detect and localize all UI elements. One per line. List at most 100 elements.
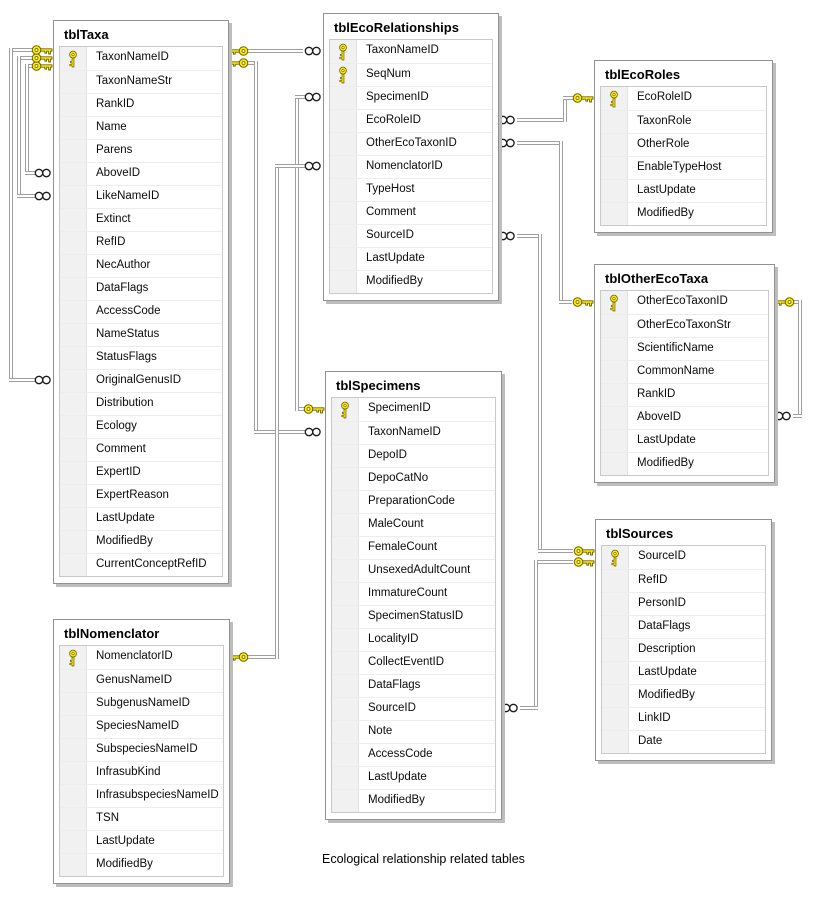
field-row-SeqNum[interactable]: SeqNum <box>330 63 492 86</box>
field-row-CommonName[interactable]: CommonName <box>601 360 768 383</box>
field-row-DataFlags[interactable]: DataFlags <box>60 277 222 300</box>
field-row-ModifiedBy[interactable]: ModifiedBy <box>330 270 492 293</box>
field-row-EcoRoleID[interactable]: EcoRoleID <box>601 87 766 110</box>
field-row-MaleCount[interactable]: MaleCount <box>332 513 495 536</box>
field-row-SpecimenID[interactable]: SpecimenID <box>330 86 492 109</box>
field-row-Comment[interactable]: Comment <box>60 438 222 461</box>
field-row-LocalityID[interactable]: LocalityID <box>332 628 495 651</box>
field-row-OtherEcoTaxonID[interactable]: OtherEcoTaxonID <box>601 291 768 314</box>
field-row-SourceID[interactable]: SourceID <box>332 697 495 720</box>
field-row-AccessCode[interactable]: AccessCode <box>332 743 495 766</box>
field-row-NecAuthor[interactable]: NecAuthor <box>60 254 222 277</box>
field-row-LastUpdate[interactable]: LastUpdate <box>332 766 495 789</box>
field-row-RankID[interactable]: RankID <box>60 93 222 116</box>
field-row-NomenclatorID[interactable]: NomenclatorID <box>60 646 223 669</box>
field-row-Description[interactable]: Description <box>602 638 765 661</box>
field-row-TaxonNameStr[interactable]: TaxonNameStr <box>60 70 222 93</box>
field-row-UnsexedAdultCount[interactable]: UnsexedAdultCount <box>332 559 495 582</box>
field-row-AboveID[interactable]: AboveID <box>601 406 768 429</box>
field-row-Note[interactable]: Note <box>332 720 495 743</box>
field-row-DataFlags[interactable]: DataFlags <box>332 674 495 697</box>
field-row-GenusNameID[interactable]: GenusNameID <box>60 669 223 692</box>
field-row-ModifiedBy[interactable]: ModifiedBy <box>332 789 495 812</box>
field-row-LinkID[interactable]: LinkID <box>602 707 765 730</box>
field-name: NomenclatorID <box>96 650 173 662</box>
field-row-Parens[interactable]: Parens <box>60 139 222 162</box>
field-row-LastUpdate[interactable]: LastUpdate <box>60 507 222 530</box>
field-row-RefID[interactable]: RefID <box>60 231 222 254</box>
field-row-ModifiedBy[interactable]: ModifiedBy <box>602 684 765 707</box>
field-row-TaxonRole[interactable]: TaxonRole <box>601 110 766 133</box>
field-row-EcoRoleID[interactable]: EcoRoleID <box>330 109 492 132</box>
field-row-ModifiedBy[interactable]: ModifiedBy <box>60 530 222 553</box>
field-row-ExpertID[interactable]: ExpertID <box>60 461 222 484</box>
field-row-EnableTypeHost[interactable]: EnableTypeHost <box>601 156 766 179</box>
field-row-SubspeciesNameID[interactable]: SubspeciesNameID <box>60 738 223 761</box>
field-row-Extinct[interactable]: Extinct <box>60 208 222 231</box>
field-row-RankID[interactable]: RankID <box>601 383 768 406</box>
field-row-StatusFlags[interactable]: StatusFlags <box>60 346 222 369</box>
field-row-SourceID[interactable]: SourceID <box>602 546 765 569</box>
field-row-TSN[interactable]: TSN <box>60 807 223 830</box>
field-row-InfrasubspeciesNameID[interactable]: InfrasubspeciesNameID <box>60 784 223 807</box>
field-row-LastUpdate[interactable]: LastUpdate <box>330 247 492 270</box>
field-row-RefID[interactable]: RefID <box>602 569 765 592</box>
field-row-SourceID[interactable]: SourceID <box>330 224 492 247</box>
field-row-PersonID[interactable]: PersonID <box>602 592 765 615</box>
field-row-Ecology[interactable]: Ecology <box>60 415 222 438</box>
relationship-line-segment <box>520 706 538 710</box>
field-row-ImmatureCount[interactable]: ImmatureCount <box>332 582 495 605</box>
field-row-Date[interactable]: Date <box>602 730 765 753</box>
field-row-ModifiedBy[interactable]: ModifiedBy <box>60 853 223 876</box>
field-row-OtherEcoTaxonStr[interactable]: OtherEcoTaxonStr <box>601 314 768 337</box>
field-row-LastUpdate[interactable]: LastUpdate <box>60 830 223 853</box>
field-row-DataFlags[interactable]: DataFlags <box>602 615 765 638</box>
field-row-SpecimenID[interactable]: SpecimenID <box>332 398 495 421</box>
row-icon-cell <box>602 593 629 615</box>
field-row-Comment[interactable]: Comment <box>330 201 492 224</box>
field-row-ScientificName[interactable]: ScientificName <box>601 337 768 360</box>
field-row-TaxonNameID[interactable]: TaxonNameID <box>332 421 495 444</box>
field-row-NameStatus[interactable]: NameStatus <box>60 323 222 346</box>
field-row-LastUpdate[interactable]: LastUpdate <box>601 429 768 452</box>
field-row-AccessCode[interactable]: AccessCode <box>60 300 222 323</box>
field-row-DepoCatNo[interactable]: DepoCatNo <box>332 467 495 490</box>
field-row-OriginalGenusID[interactable]: OriginalGenusID <box>60 369 222 392</box>
field-row-ExpertReason[interactable]: ExpertReason <box>60 484 222 507</box>
field-row-PreparationCode[interactable]: PreparationCode <box>332 490 495 513</box>
field-row-CurrentConceptRefID[interactable]: CurrentConceptRefID <box>60 553 222 576</box>
field-name: Ecology <box>96 420 137 432</box>
field-row-SpeciesNameID[interactable]: SpeciesNameID <box>60 715 223 738</box>
field-row-AboveID[interactable]: AboveID <box>60 162 222 185</box>
field-row-NomenclatorID[interactable]: NomenclatorID <box>330 155 492 178</box>
field-row-CollectEventID[interactable]: CollectEventID <box>332 651 495 674</box>
field-row-LikeNameID[interactable]: LikeNameID <box>60 185 222 208</box>
field-row-TaxonNameID[interactable]: TaxonNameID <box>330 40 492 63</box>
field-row-DepoID[interactable]: DepoID <box>332 444 495 467</box>
field-row-InfrasubKind[interactable]: InfrasubKind <box>60 761 223 784</box>
field-row-TypeHost[interactable]: TypeHost <box>330 178 492 201</box>
field-row-FemaleCount[interactable]: FemaleCount <box>332 536 495 559</box>
relationship-line-segment <box>247 49 303 53</box>
field-name: StatusFlags <box>96 351 157 363</box>
field-row-LastUpdate[interactable]: LastUpdate <box>601 179 766 202</box>
field-row-SpecimenStatusID[interactable]: SpecimenStatusID <box>332 605 495 628</box>
field-row-ModifiedBy[interactable]: ModifiedBy <box>601 452 768 475</box>
field-row-TaxonNameID[interactable]: TaxonNameID <box>60 47 222 70</box>
field-row-LastUpdate[interactable]: LastUpdate <box>602 661 765 684</box>
row-icon-cell <box>60 255 87 277</box>
table-title: tblSources <box>606 526 674 541</box>
field-row-OtherRole[interactable]: OtherRole <box>601 133 766 156</box>
field-row-OtherEcoTaxonID[interactable]: OtherEcoTaxonID <box>330 132 492 155</box>
field-row-Name[interactable]: Name <box>60 116 222 139</box>
field-row-Distribution[interactable]: Distribution <box>60 392 222 415</box>
field-row-ModifiedBy[interactable]: ModifiedBy <box>601 202 766 225</box>
field-row-SubgenusNameID[interactable]: SubgenusNameID <box>60 692 223 715</box>
